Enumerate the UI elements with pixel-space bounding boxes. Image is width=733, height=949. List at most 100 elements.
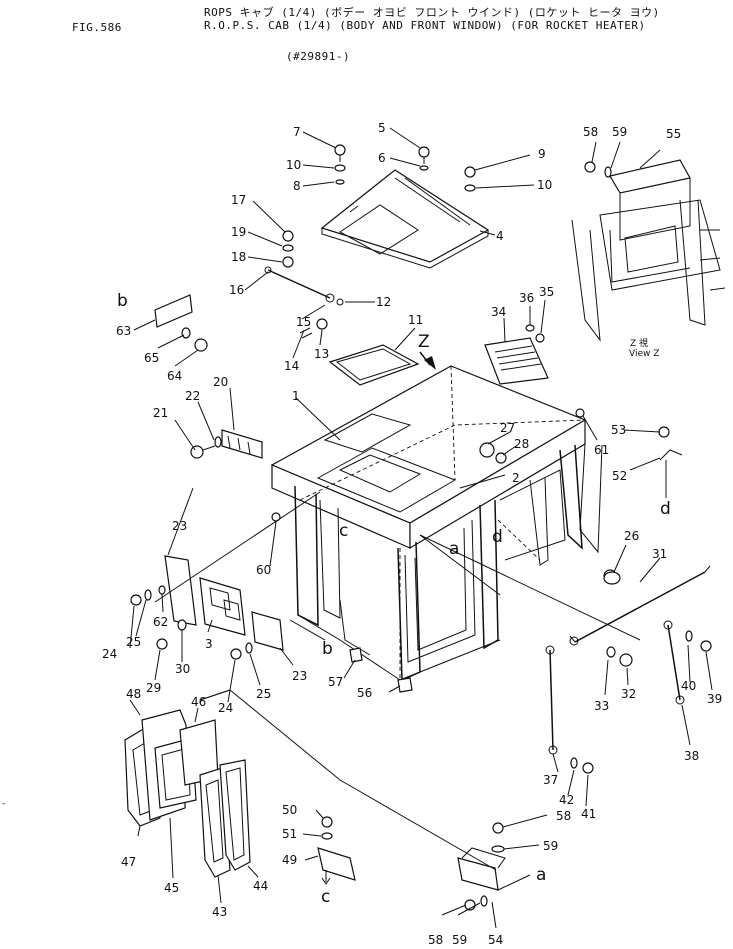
label-24a: 24 <box>102 647 117 661</box>
label-26: 26 <box>624 529 639 543</box>
label-61: 61 <box>594 443 609 457</box>
view-z-structure <box>571 159 726 342</box>
reference-letters: b b a a c c d d Z Z 視 View Z <box>117 291 671 907</box>
margin-mark: - <box>2 799 5 809</box>
label-44: 44 <box>253 879 268 893</box>
label-47: 47 <box>121 855 136 869</box>
label-58b: 58 <box>556 809 571 823</box>
label-19: 19 <box>231 225 246 239</box>
label-20: 20 <box>213 375 228 389</box>
label-52: 52 <box>612 469 627 483</box>
window-panels <box>124 709 251 878</box>
label-55: 55 <box>666 127 681 141</box>
label-43: 43 <box>212 905 227 919</box>
label-6: 6 <box>378 151 386 165</box>
label-49: 49 <box>282 853 297 867</box>
roof-plate <box>320 169 490 269</box>
label-42: 42 <box>559 793 574 807</box>
label-21: 21 <box>153 406 168 420</box>
label-37: 37 <box>543 773 558 787</box>
label-12: 12 <box>376 295 391 309</box>
label-36: 36 <box>519 291 534 305</box>
label-65: 65 <box>144 351 159 365</box>
label-45: 45 <box>164 881 179 895</box>
label-22: 22 <box>185 389 200 403</box>
label-54: 54 <box>488 933 503 947</box>
label-3: 3 <box>205 637 213 651</box>
label-59b: 59 <box>543 839 558 853</box>
letter-a-lower: a <box>536 865 546 885</box>
label-25b: 25 <box>256 687 271 701</box>
letter-d-lower: d <box>660 499 671 519</box>
label-58a: 58 <box>583 125 598 139</box>
view-z-caption-2: View Z <box>629 349 659 359</box>
label-10a: 10 <box>286 158 301 172</box>
label-8: 8 <box>293 179 301 193</box>
fasteners <box>130 144 712 911</box>
brackets <box>154 294 263 459</box>
label-46: 46 <box>191 695 206 709</box>
label-63: 63 <box>116 324 131 338</box>
letter-z: Z <box>418 332 430 352</box>
title-english: R.O.P.S. CAB (1/4) (BODY AND FRONT WINDO… <box>204 19 646 32</box>
letter-b-upper: b <box>117 291 128 311</box>
label-24b: 24 <box>218 701 233 715</box>
label-18: 18 <box>231 250 246 264</box>
label-59a: 59 <box>612 125 627 139</box>
label-25a: 25 <box>126 635 141 649</box>
label-10b: 10 <box>537 178 552 192</box>
label-7: 7 <box>293 125 301 139</box>
label-28: 28 <box>514 437 529 451</box>
view-z-caption-1: Z 視 <box>630 337 648 349</box>
louver-panel <box>484 337 549 385</box>
label-50: 50 <box>282 803 297 817</box>
leader-lines <box>129 127 713 929</box>
label-41: 41 <box>581 807 596 821</box>
label-30: 30 <box>175 662 190 676</box>
label-39: 39 <box>707 692 722 706</box>
label-15: 15 <box>296 315 311 329</box>
label-38: 38 <box>684 749 699 763</box>
label-29: 29 <box>146 681 161 695</box>
label-17: 17 <box>231 193 246 207</box>
rod-31 <box>569 565 711 646</box>
rod-16 <box>264 266 344 306</box>
label-32: 32 <box>621 687 636 701</box>
label-4: 4 <box>496 229 504 243</box>
stays <box>545 620 685 755</box>
label-5: 5 <box>378 121 386 135</box>
label-64: 64 <box>167 369 182 383</box>
view-z-arrow <box>419 351 436 370</box>
lower-brackets <box>317 847 506 891</box>
label-33: 33 <box>594 699 609 713</box>
label-51: 51 <box>282 827 297 841</box>
label-1: 1 <box>292 389 300 403</box>
letter-b-lower: b <box>322 639 333 659</box>
letter-d-body: d <box>492 527 503 547</box>
label-48: 48 <box>126 687 141 701</box>
label-2: 2 <box>512 471 520 485</box>
serial-number: (#29891-) <box>286 50 351 63</box>
label-16: 16 <box>229 283 244 297</box>
label-40: 40 <box>681 679 696 693</box>
label-56: 56 <box>357 686 372 700</box>
label-58c: 58 <box>428 933 443 947</box>
label-13: 13 <box>314 347 329 361</box>
label-34: 34 <box>491 305 506 319</box>
window-glass <box>328 344 420 386</box>
label-14: 14 <box>284 359 299 373</box>
letter-c-body: c <box>339 521 348 541</box>
label-11: 11 <box>408 313 423 327</box>
label-9: 9 <box>538 147 546 161</box>
label-60: 60 <box>256 563 271 577</box>
label-27: 27 <box>500 421 515 435</box>
label-23a: 23 <box>172 519 187 533</box>
label-57: 57 <box>328 675 343 689</box>
label-35: 35 <box>539 285 554 299</box>
figure-number: FIG.586 <box>72 21 122 34</box>
letter-c-lower: c <box>321 887 330 907</box>
label-53: 53 <box>611 423 626 437</box>
label-23b: 23 <box>292 669 307 683</box>
label-62: 62 <box>153 615 168 629</box>
